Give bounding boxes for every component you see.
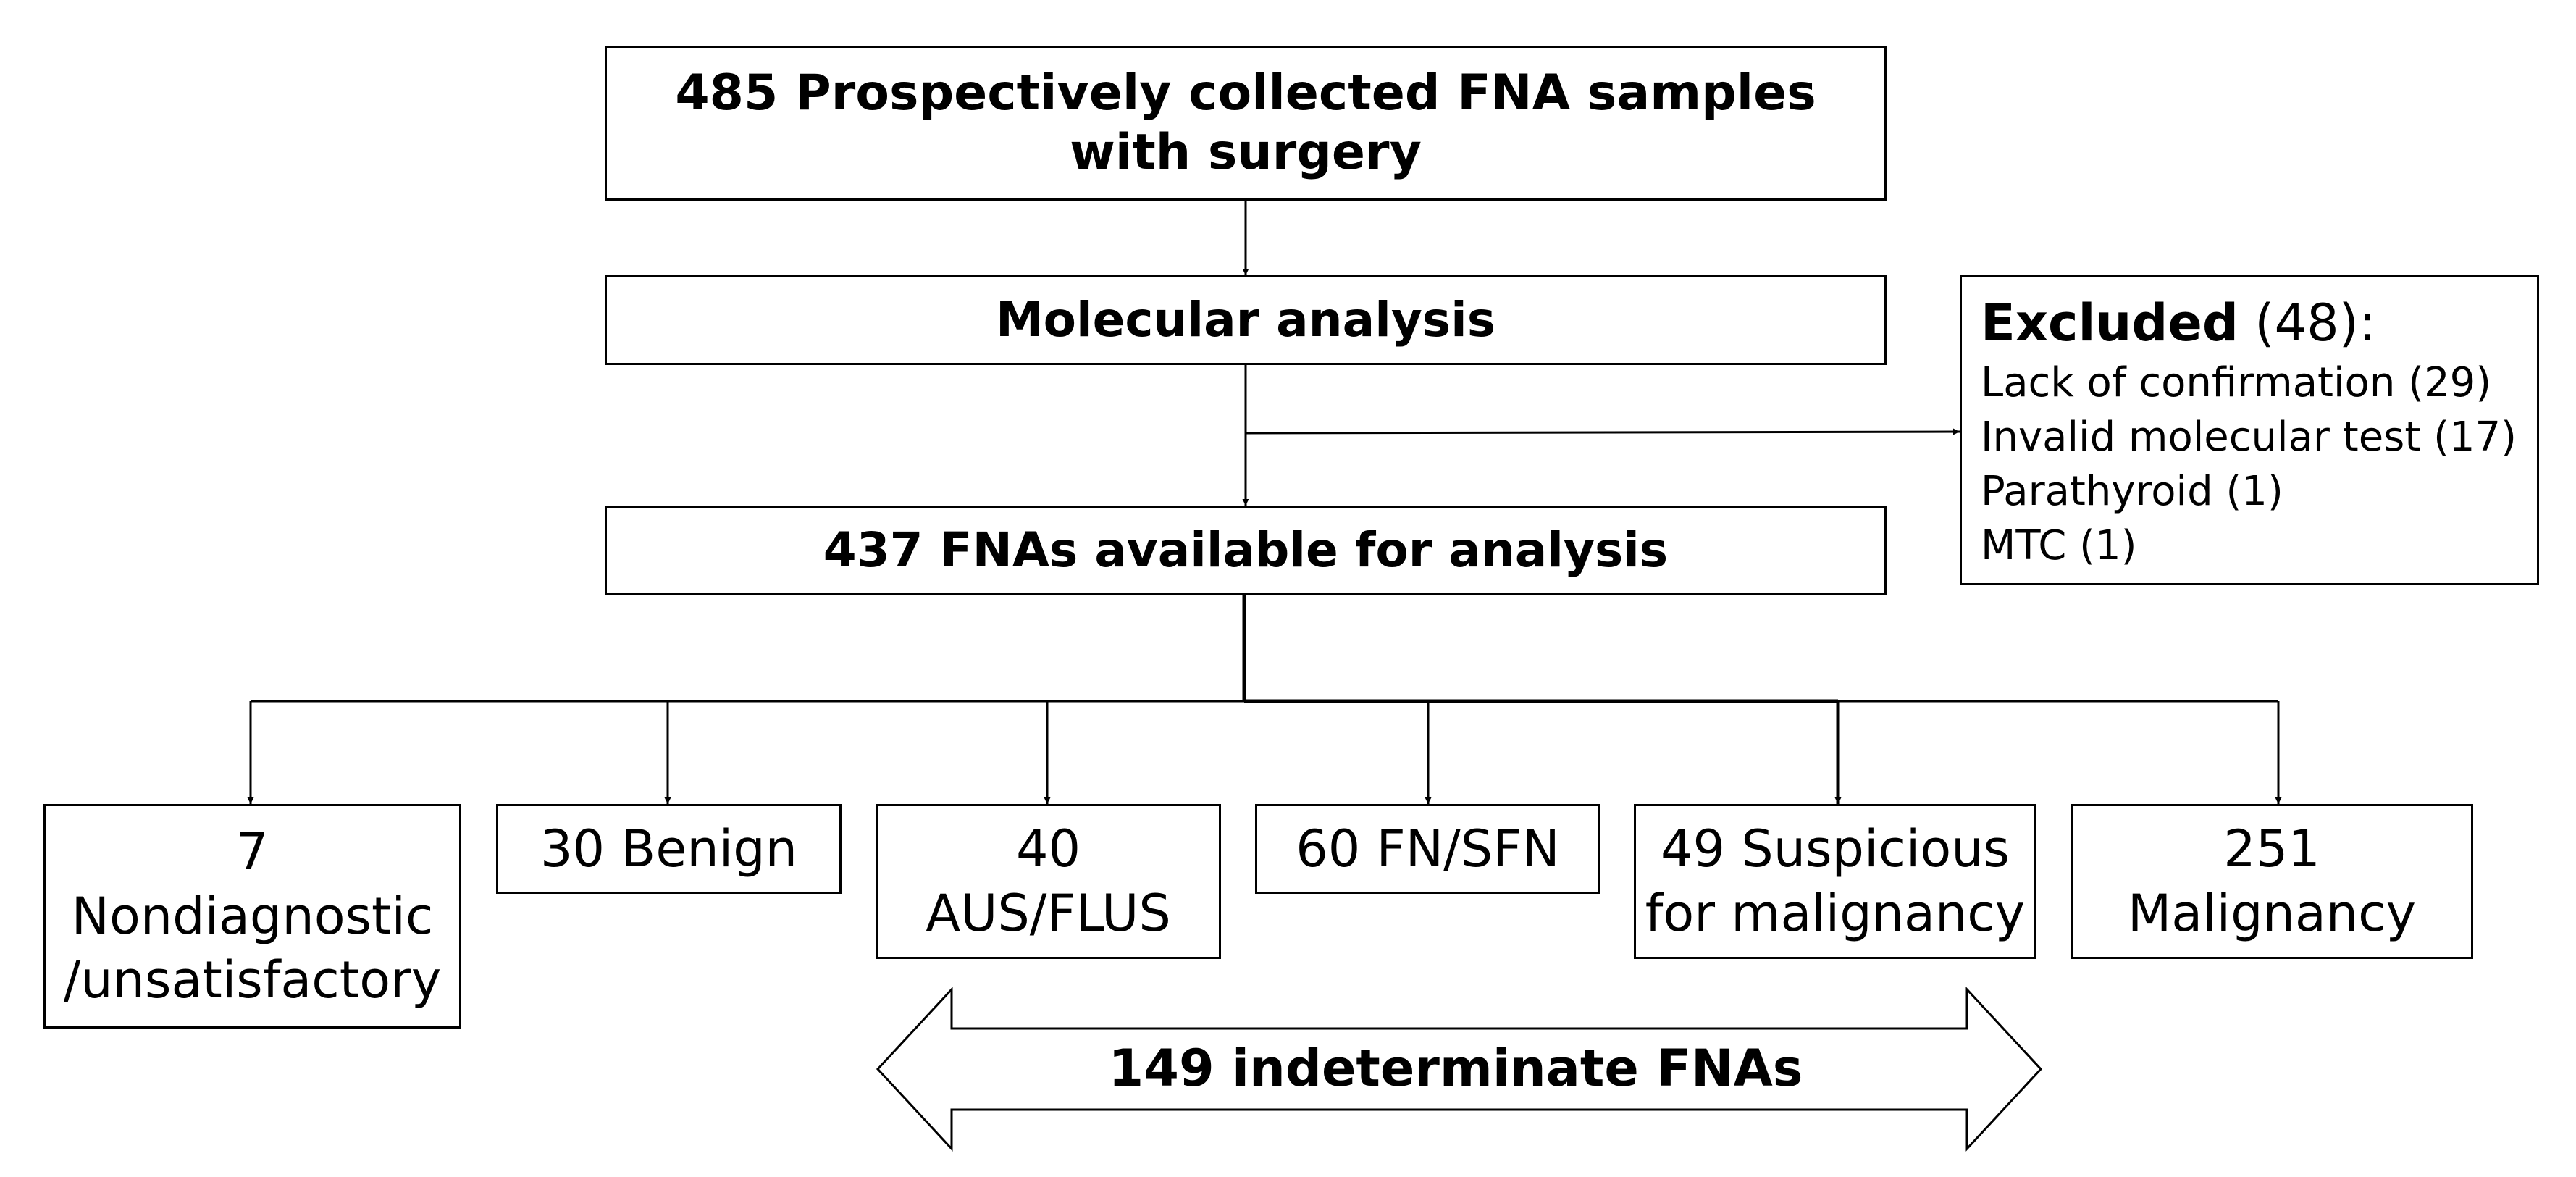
category-fn-sfn-label: 60 FN/SFN	[1296, 818, 1560, 879]
category-aus-flus-label: AUS/FLUS	[926, 884, 1171, 943]
available-fnas-label: 437 FNAs available for analysis	[823, 522, 1669, 579]
category-malignancy-label: Malignancy	[2127, 884, 2417, 943]
category-suspicious-box: 49 Suspicious for malignancy	[1634, 804, 2036, 959]
excluded-title-label: Excluded	[1981, 293, 2239, 353]
category-aus-flus-count: 40	[1015, 819, 1081, 879]
category-malignancy-box: 251 Malignancy	[2071, 804, 2473, 959]
molecular-analysis-box: Molecular analysis	[605, 275, 1887, 365]
category-aus-flus-box: 40 AUS/FLUS	[876, 804, 1221, 959]
excluded-box: Excluded (48): Lack of confirmation (29)…	[1960, 275, 2539, 585]
available-fnas-box: 437 FNAs available for analysis	[605, 506, 1887, 595]
collected-samples-line2: with surgery	[1070, 124, 1422, 181]
collected-samples-line1: 485 Prospectively collected FNA samples	[675, 64, 1816, 122]
molecular-analysis-label: Molecular analysis	[995, 292, 1496, 348]
excluded-count: (48):	[2254, 293, 2376, 353]
category-nondiagnostic-count: 7	[236, 821, 269, 881]
category-nondiagnostic-label-2: /unsatisfactory	[63, 950, 442, 1010]
category-suspicious-line1: 49 Suspicious	[1660, 819, 2010, 879]
arrow-to-excluded	[1245, 428, 1960, 435]
excluded-item: Invalid molecular test (17)	[1981, 414, 2517, 461]
indeterminate-double-arrow	[876, 987, 2043, 1152]
excluded-item: MTC (1)	[1981, 522, 2137, 569]
excluded-title: Excluded (48):	[1981, 290, 2518, 356]
category-suspicious-line2: for malignancy	[1645, 884, 2026, 943]
category-nondiagnostic-box: 7 Nondiagnostic /unsatisfactory	[43, 804, 461, 1029]
indeterminate-label: 149 indeterminate FNAs	[1108, 1039, 1803, 1098]
category-malignancy-count: 251	[2223, 819, 2320, 879]
category-benign-box: 30 Benign	[496, 804, 842, 894]
category-fn-sfn-box: 60 FN/SFN	[1255, 804, 1600, 894]
category-nondiagnostic-label: Nondiagnostic	[71, 886, 434, 946]
category-benign-label: 30 Benign	[540, 818, 798, 879]
excluded-item: Parathyroid (1)	[1981, 468, 2283, 515]
excluded-item: Lack of confirmation (29)	[1981, 359, 2492, 406]
collected-samples-box: 485 Prospectively collected FNA samples …	[605, 46, 1887, 201]
